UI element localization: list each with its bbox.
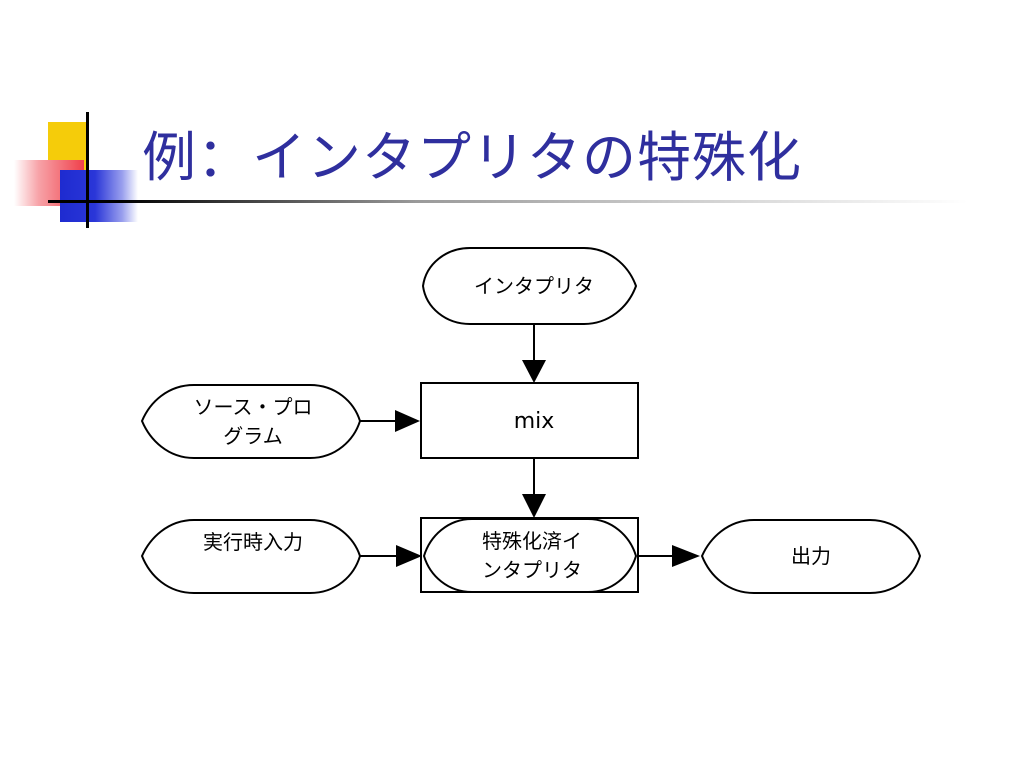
node-interpreter: インタプリタ (421, 247, 638, 325)
node-specialized-interpreter-label-line2: ンタプリタ (482, 558, 582, 582)
title-underline (48, 200, 968, 203)
arrowhead-source-to-mix (395, 410, 420, 432)
arrowhead-mix-to-specialized (522, 494, 546, 518)
node-mix-shape (420, 382, 639, 459)
node-source-program-shape (140, 384, 362, 459)
node-interpreter-label: インタプリタ (474, 274, 594, 298)
node-output-label: 出力 (791, 544, 831, 568)
node-runtime-input: 実行時入力 (140, 519, 362, 594)
edges (360, 324, 700, 567)
node-mix: mix (420, 382, 639, 459)
node-source-program-label-line2: グラム (223, 424, 282, 448)
arrowhead-interpreter-to-mix (522, 360, 546, 383)
arrowhead-specialized-to-output (672, 545, 700, 567)
blue-accent-block (60, 170, 138, 222)
node-specialized-interpreter-shape (422, 518, 638, 593)
slide-title: 例：インタプリタの特殊化 (142, 126, 802, 189)
node-source-program-label-line1: ソース・プロ (194, 395, 313, 419)
node-specialized-interpreter: 特殊化済イ ンタプリタ (420, 517, 639, 593)
vertical-accent-line (86, 112, 89, 228)
node-runtime-input-label: 実行時入力 (203, 530, 303, 554)
node-specialized-interpreter-label-line1: 特殊化済イ (482, 529, 582, 553)
node-mix-label: mix (514, 409, 555, 434)
node-output-shape (700, 519, 922, 594)
node-source-program: ソース・プロ グラム (140, 384, 362, 459)
arrowhead-runtime-input-to-specialized (396, 545, 422, 567)
node-output: 出力 (700, 519, 922, 594)
node-interpreter-shape (421, 247, 638, 325)
node-runtime-input-shape (140, 519, 362, 594)
